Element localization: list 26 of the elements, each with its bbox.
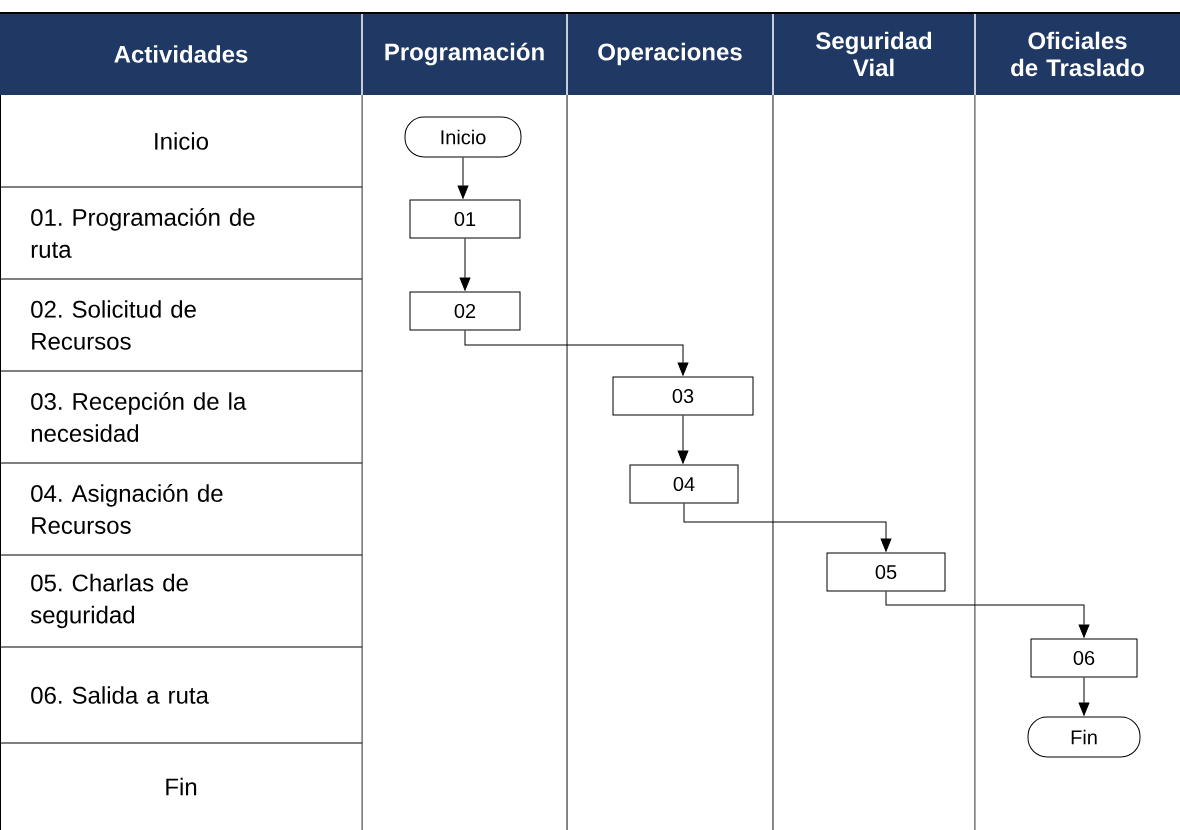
table-cell: 06. Salida a ruta (31, 686, 209, 704)
table-cell: Fin (166, 777, 197, 796)
header-cell: Seguridad Vial (816, 31, 932, 77)
arrow (1078, 677, 1090, 716)
process-box: 01 (409, 199, 521, 239)
arrow (464, 330, 689, 376)
arrow (683, 503, 892, 552)
table-cell: 02. Solicitud de Recursos (31, 300, 196, 350)
arrow (457, 157, 469, 199)
header-cell: Programación (385, 42, 544, 66)
table-cell: 04. Asignación de Recursos (31, 484, 223, 534)
header-cell: Actividades (114, 45, 248, 63)
table-cell: 05. Charlas de seguridad (30, 573, 188, 629)
arrow (459, 238, 471, 291)
process-box: 02 (409, 291, 521, 331)
header-cell: Operaciones (598, 42, 742, 66)
table-cell: Inicio (155, 132, 208, 150)
process-box: 04 (629, 464, 739, 504)
arrow (677, 415, 689, 464)
process-box: 03 (612, 376, 754, 416)
process-box: 05 (826, 552, 946, 592)
process-box: 06 (1030, 638, 1138, 678)
header-cell: Oficiales de Traslado (1011, 31, 1144, 77)
table-cell: 01. Programación de ruta (31, 208, 255, 258)
table-cell: 03. Recepción de la necesidad (31, 392, 247, 442)
arrow (885, 591, 1090, 638)
